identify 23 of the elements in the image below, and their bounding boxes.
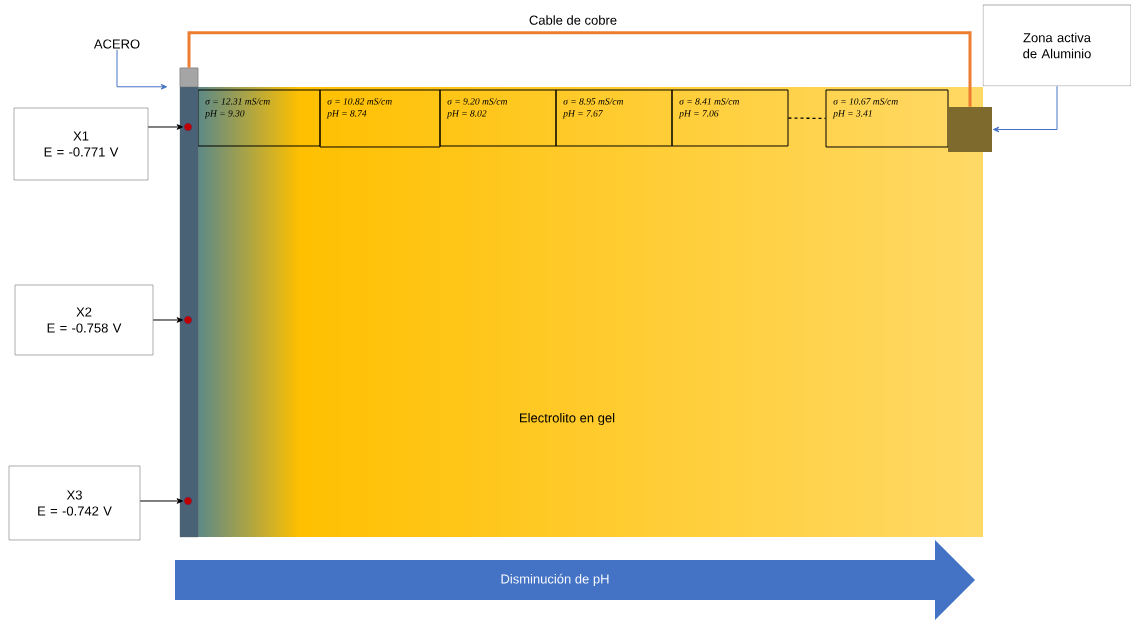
measurement-box: σ = 8.95 mS/cm pH = 7.67 [555, 89, 673, 147]
measurement-box: σ = 9.20 mS/cm pH = 8.02 [439, 89, 557, 147]
arrow [152, 317, 183, 323]
arrow [992, 85, 1058, 133]
measurement-box: σ = 10.82 mS/cm pH = 8.74 [319, 89, 441, 148]
callout-box: X3 E = -0.742 V [8, 465, 141, 541]
measurement-point [183, 315, 193, 325]
callout-box: Zona activa de Aluminio [982, 4, 1131, 87]
gel-region: Electrolito en gel [520, 412, 615, 426]
measurement-point [183, 496, 193, 506]
measurement-box: σ = 10.67 mS/cm pH = 3.41 [825, 89, 949, 148]
callout-box: X1 E = -0.771 V [13, 107, 149, 181]
callout-box: X2 E = -0.758 V [14, 284, 154, 356]
arrow [139, 498, 183, 504]
measurement-point [183, 122, 193, 132]
cable-line [187, 31, 972, 107]
annotation-text: ACERO [93, 39, 140, 49]
arrow [116, 49, 168, 90]
arrow [147, 124, 183, 130]
measurement-box: σ = 8.41 mS/cm pH = 7.06 [671, 89, 789, 147]
dashed-line [787, 117, 827, 120]
edge-label: Cable de cobre [527, 14, 619, 26]
aluminium-block [948, 107, 992, 152]
